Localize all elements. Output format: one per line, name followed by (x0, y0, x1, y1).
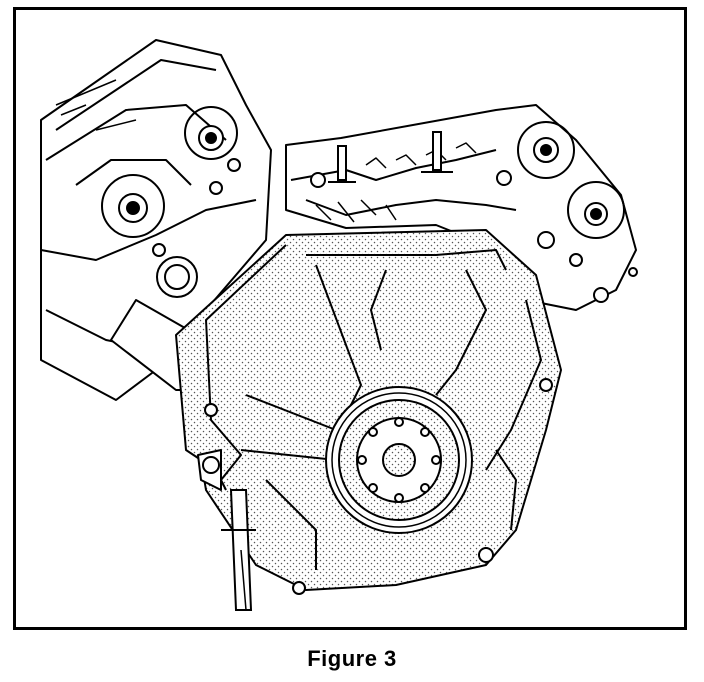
figure-caption: Figure 3 (307, 646, 397, 671)
callout-circle-1 (184, 106, 238, 160)
engine-illustration (40, 39, 638, 611)
callout-circle-4 (567, 181, 625, 239)
callout-circle-2 (101, 174, 165, 238)
callout-circle-3 (517, 121, 575, 179)
crankshaft-flange (325, 386, 473, 534)
front-bolts (328, 131, 453, 183)
oil-pan-left (221, 489, 256, 611)
figure-frame (13, 7, 687, 630)
